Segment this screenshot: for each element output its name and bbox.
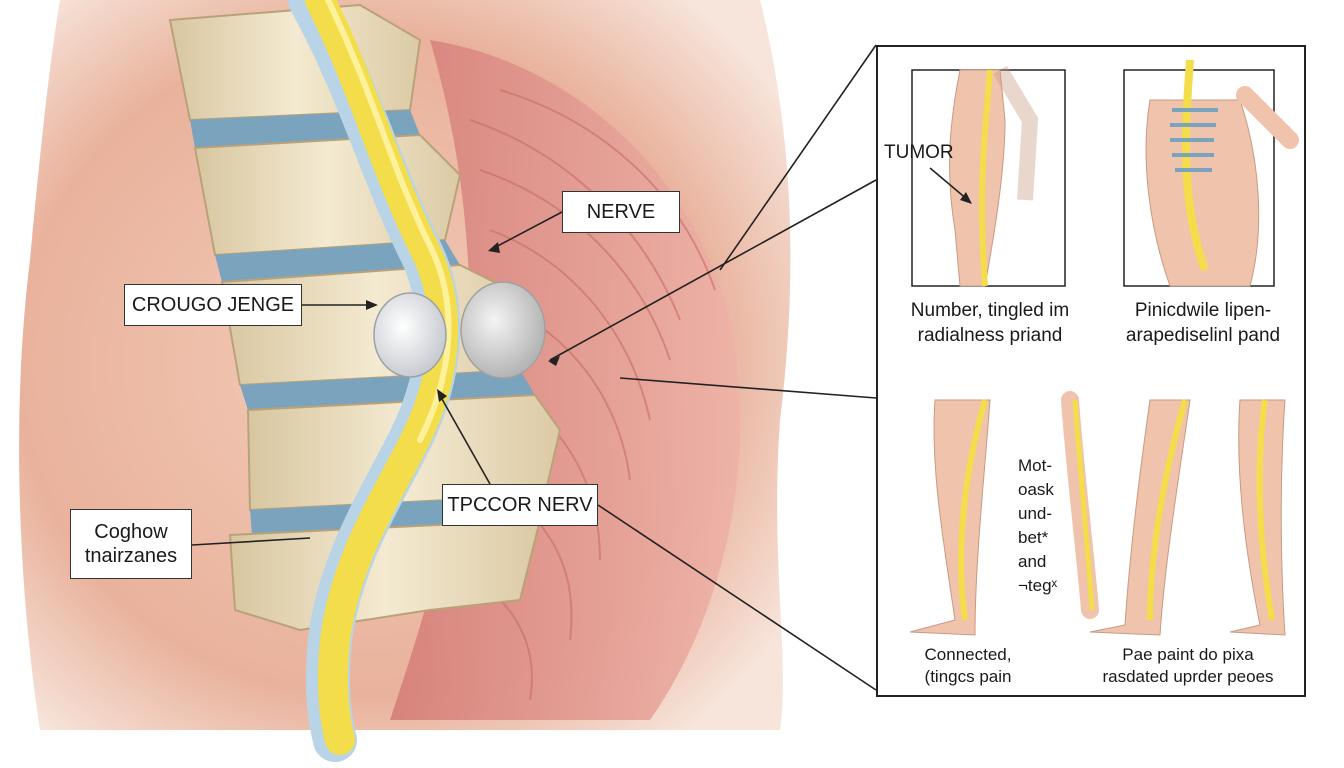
- caption-top-left-line-2: radialness priand: [917, 325, 1063, 346]
- herniated-disc: [373, 292, 447, 378]
- caption-top-left-line-1: Number, tingled im: [910, 300, 1070, 321]
- inset-figure-bottom-right: [1089, 399, 1286, 636]
- caption-top-right: Pinicdwile lipen- arapediselinl pand: [1108, 298, 1298, 348]
- tumor-label: TUMOR: [884, 142, 954, 163]
- intervertebral-disc: [240, 370, 535, 410]
- caption-top-right-line-1: Pinicdwile lipen-: [1134, 300, 1272, 321]
- caption-middle-line-2: oask: [1018, 480, 1054, 499]
- caption-middle-line-4: bet*: [1018, 528, 1049, 547]
- tumor-arrow: [929, 167, 969, 201]
- nerve-highlight: [325, 0, 452, 443]
- caption-bottom-right: Pae paint do pixa rasdated uprder peoes: [1088, 644, 1288, 688]
- trunk-nerve-label-text: TPCCOR NERV: [447, 493, 593, 516]
- inset-panel: [876, 45, 1306, 697]
- caption-bottom-left-line-1: Connected,: [924, 645, 1012, 664]
- leader-lines: [191, 44, 877, 691]
- caption-bottom-left: Connected, (tingcs pain: [888, 644, 1048, 688]
- compression-label: CROUGO JENGE: [124, 284, 302, 326]
- caption-middle-line-6: ¬tegˣ: [1018, 576, 1058, 595]
- tumor-arrowhead: [960, 192, 972, 204]
- caption-middle-line-5: and: [1018, 552, 1047, 571]
- caption-middle-line-1: Mot-: [1018, 456, 1052, 475]
- caption-bottom-right-line-2: rasdated uprder peoes: [1102, 667, 1274, 686]
- cough-label-line-1: Coghow: [94, 521, 168, 543]
- spinal-nerve: [305, 0, 459, 755]
- caption-middle-line-3: und-: [1018, 504, 1053, 523]
- inset-figure-top-right: [1123, 59, 1299, 287]
- nerve-label-text: NERVE: [586, 200, 656, 223]
- cough-label: Coghow tnairzanes: [70, 509, 192, 579]
- trunk-nerve-label: TPCCOR NERV: [442, 484, 598, 526]
- compression-label-text: CROUGO JENGE: [131, 293, 295, 316]
- inset-figure-top-left: [911, 65, 1066, 287]
- caption-middle: Mot- oask und- bet* and ¬tegˣ: [1018, 454, 1082, 598]
- caption-bottom-right-line-1: Pae paint do pixa: [1122, 645, 1254, 664]
- tumor-mass: [460, 281, 546, 379]
- caption-top-right-line-2: arapediselinl pand: [1125, 325, 1281, 346]
- nerve-label: NERVE: [562, 191, 680, 233]
- arrowheads: [366, 242, 560, 402]
- inset-figure-bottom-left: [909, 391, 1099, 636]
- cough-label-line-2: tnairzanes: [84, 545, 178, 567]
- caption-top-left: Number, tingled im radialness priand: [895, 298, 1085, 348]
- vertebra: [168, 3, 422, 122]
- caption-bottom-left-line-2: (tingcs pain: [924, 667, 1012, 686]
